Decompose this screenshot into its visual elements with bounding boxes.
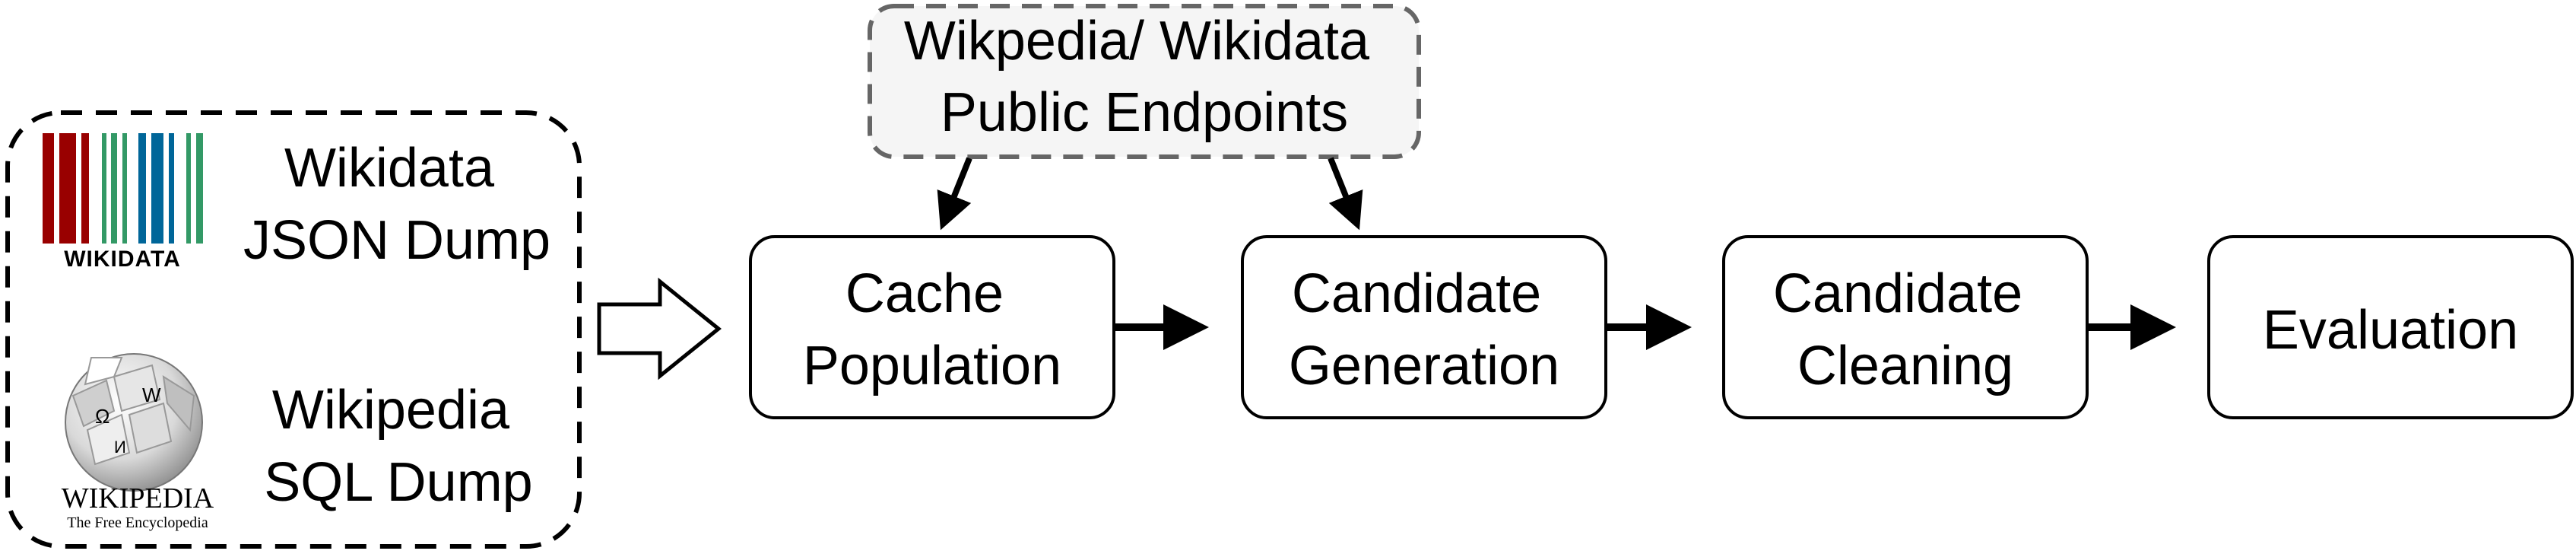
wikidata-label: Wikidata JSON Dump xyxy=(243,138,550,271)
candidate-generation-label: Candidate Generation xyxy=(1289,263,1559,396)
wikidata-label-line-2: JSON Dump xyxy=(243,210,550,271)
evaluation-line-1: Evaluation xyxy=(2263,300,2518,361)
cache-population-node: Cache Population xyxy=(749,235,1115,419)
wikidata-logo-text: WIKIDATA xyxy=(64,247,181,272)
cache-population-line-2: Population xyxy=(803,336,1061,396)
wikipedia-label: Wikipedia SQL Dump xyxy=(264,380,532,513)
cache-population-line-1: Cache xyxy=(845,263,1004,324)
sources-group xyxy=(5,110,582,549)
cache-population-label: Cache Population xyxy=(803,263,1061,396)
candidate-generation-line-1: Candidate xyxy=(1292,263,1541,324)
wikipedia-label-line-1: Wikipedia xyxy=(272,380,510,441)
wikidata-logo-icon: WIKIDATA xyxy=(43,133,203,272)
endpoints-label: Wikpedia/ Wikidata Public Endpoints xyxy=(904,11,1385,143)
evaluation-node: Evaluation xyxy=(2207,235,2574,419)
svg-text:W: W xyxy=(142,384,161,406)
wikidata-label-line-1: Wikidata xyxy=(284,138,495,199)
endpoints-to-cache-arrow xyxy=(937,157,972,231)
endpoints-label-line-1: Wikpedia/ Wikidata xyxy=(904,11,1370,72)
candidate-generation-line-2: Generation xyxy=(1289,336,1559,396)
svg-text:Ω: Ω xyxy=(95,405,109,428)
wikipedia-label-line-2: SQL Dump xyxy=(264,452,532,513)
endpoints-box xyxy=(868,4,1421,159)
endpoints-label-line-2: Public Endpoints xyxy=(941,82,1348,143)
wikipedia-logo-text: WIKIPEDIA xyxy=(62,482,214,514)
wikipedia-globe-icon: Ω W И xyxy=(65,353,203,492)
svg-text:И: И xyxy=(114,438,126,457)
wikipedia-logo-subtext: The Free Encyclopedia xyxy=(67,514,208,531)
hollow-arrow-icon xyxy=(597,277,722,380)
candidate-cleaning-node: Candidate Cleaning xyxy=(1722,235,2089,419)
candidate-cleaning-line-2: Cleaning xyxy=(1797,336,2013,396)
candidate-cleaning-line-1: Candidate xyxy=(1773,263,2022,324)
endpoints-to-generation-arrow xyxy=(1328,157,1363,231)
candidate-cleaning-label: Candidate Cleaning xyxy=(1773,263,2038,396)
evaluation-label: Evaluation xyxy=(2263,300,2518,361)
candidate-generation-node: Candidate Generation xyxy=(1241,235,1607,419)
